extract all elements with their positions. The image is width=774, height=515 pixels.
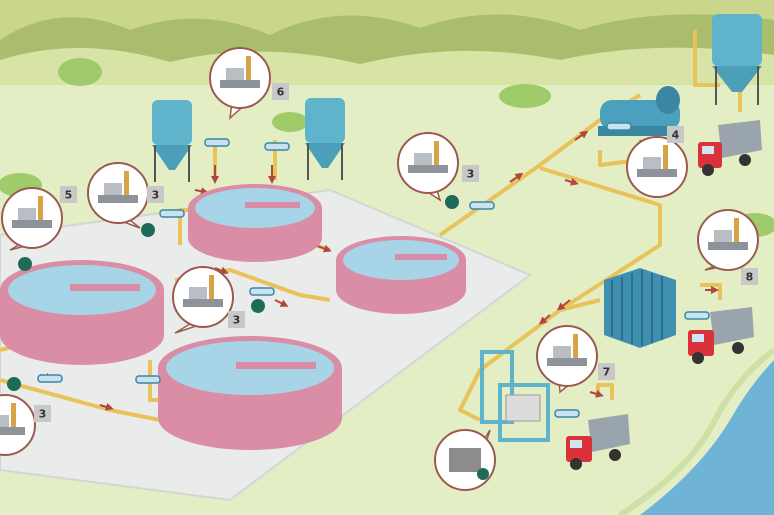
dewatering-unit	[480, 350, 550, 442]
bush	[272, 112, 308, 132]
valve-icons	[7, 195, 459, 391]
pump-station-icon	[547, 334, 587, 366]
callout-number-badge	[34, 405, 51, 422]
callout-number-badge	[60, 186, 77, 203]
pump-station-icon	[98, 171, 138, 203]
callout-layer: 6 3 3 3 3 5 4 8 7	[0, 47, 759, 491]
tank-left	[0, 260, 164, 365]
tank-upper-center	[188, 184, 322, 262]
pump-station-icon	[0, 403, 25, 435]
callout-number: 3	[152, 189, 160, 202]
callout-number: 3	[467, 168, 475, 181]
callout-pump-upper-left: 3	[87, 162, 164, 229]
riverbank	[618, 347, 774, 515]
sludge-bin-icon	[449, 448, 489, 480]
tank-right	[336, 236, 466, 314]
callout-number: 5	[65, 189, 73, 202]
callout-pump-top-center: 6	[209, 47, 289, 120]
callout-pump-far-left: 5	[1, 186, 77, 251]
callout-number-badge	[272, 83, 289, 100]
filter-press	[604, 268, 676, 348]
truck-bottom	[566, 414, 630, 470]
callout-number: 3	[39, 408, 47, 421]
silo-far-right	[712, 14, 762, 105]
silo-right	[305, 98, 345, 180]
callout-number-badge	[147, 186, 164, 203]
tank-bottom	[158, 336, 342, 450]
callout-press-pump: 8	[697, 209, 759, 285]
callout-number: 6	[277, 86, 285, 99]
callout-number-badge	[598, 363, 615, 380]
callout-number: 4	[672, 129, 680, 142]
silo-left	[152, 100, 192, 182]
bush	[499, 84, 551, 108]
callout-container-bin	[434, 429, 496, 491]
callout-number-badge	[228, 311, 245, 328]
callout-pump-middle: 3	[172, 266, 245, 334]
pump-station-icon	[708, 218, 748, 250]
callout-decanter-pump: 4	[626, 126, 688, 198]
callout-number-badge	[741, 268, 758, 285]
callout-pump-upper-right: 3	[397, 132, 479, 202]
hills-front	[0, 47, 774, 90]
callout-number-badge	[462, 165, 479, 182]
pump-station-icon	[220, 56, 260, 88]
pump-station-icon	[183, 275, 223, 307]
callout-dewater-pump: 7	[536, 325, 615, 394]
callout-number: 3	[233, 314, 241, 327]
truck-top	[698, 120, 762, 176]
flow-meter-tags	[37, 122, 710, 418]
flow-arrows	[39, 130, 719, 411]
river	[640, 360, 774, 515]
callout-number-badge	[667, 126, 684, 143]
truck-middle	[688, 307, 754, 364]
pump-station-icon	[12, 196, 52, 228]
pump-station-icon	[408, 141, 448, 173]
bush	[58, 58, 102, 86]
callout-number: 7	[603, 366, 611, 379]
pump-station-icon	[637, 145, 677, 177]
callout-bubble	[0, 394, 36, 456]
callout-pump-lower-left: 3	[0, 394, 51, 456]
callout-number: 8	[746, 271, 754, 284]
